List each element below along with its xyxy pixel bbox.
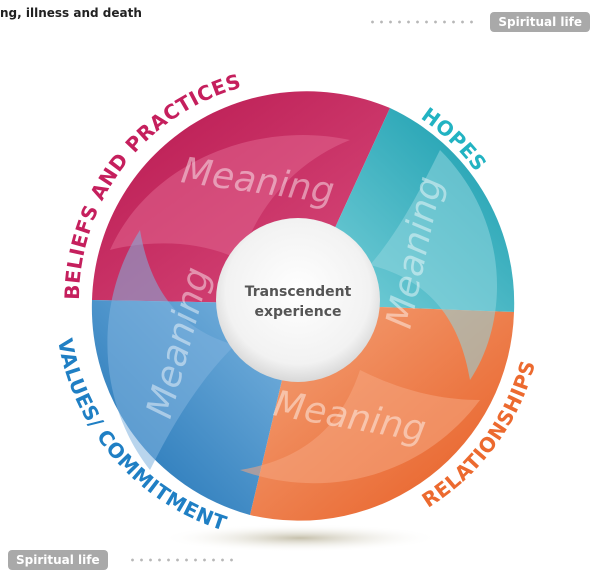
center-circle <box>216 218 380 382</box>
center-line-1: Transcendent <box>245 284 352 300</box>
spiritual-life-tag-bottom: Spiritual life <box>8 550 108 570</box>
swirl-beliefs <box>110 134 350 260</box>
swirl-hopes <box>370 150 498 380</box>
dotted-leader-top <box>368 20 478 24</box>
swirl-relationships <box>240 370 480 484</box>
center-line-2: experience <box>254 304 341 320</box>
ground-shadow <box>160 524 440 552</box>
spiritual-life-tag-top: Spiritual life <box>490 12 590 32</box>
header-text: ng, illness and death <box>0 6 142 20</box>
swirl-values <box>107 230 235 470</box>
dotted-leader-bottom <box>128 558 236 562</box>
